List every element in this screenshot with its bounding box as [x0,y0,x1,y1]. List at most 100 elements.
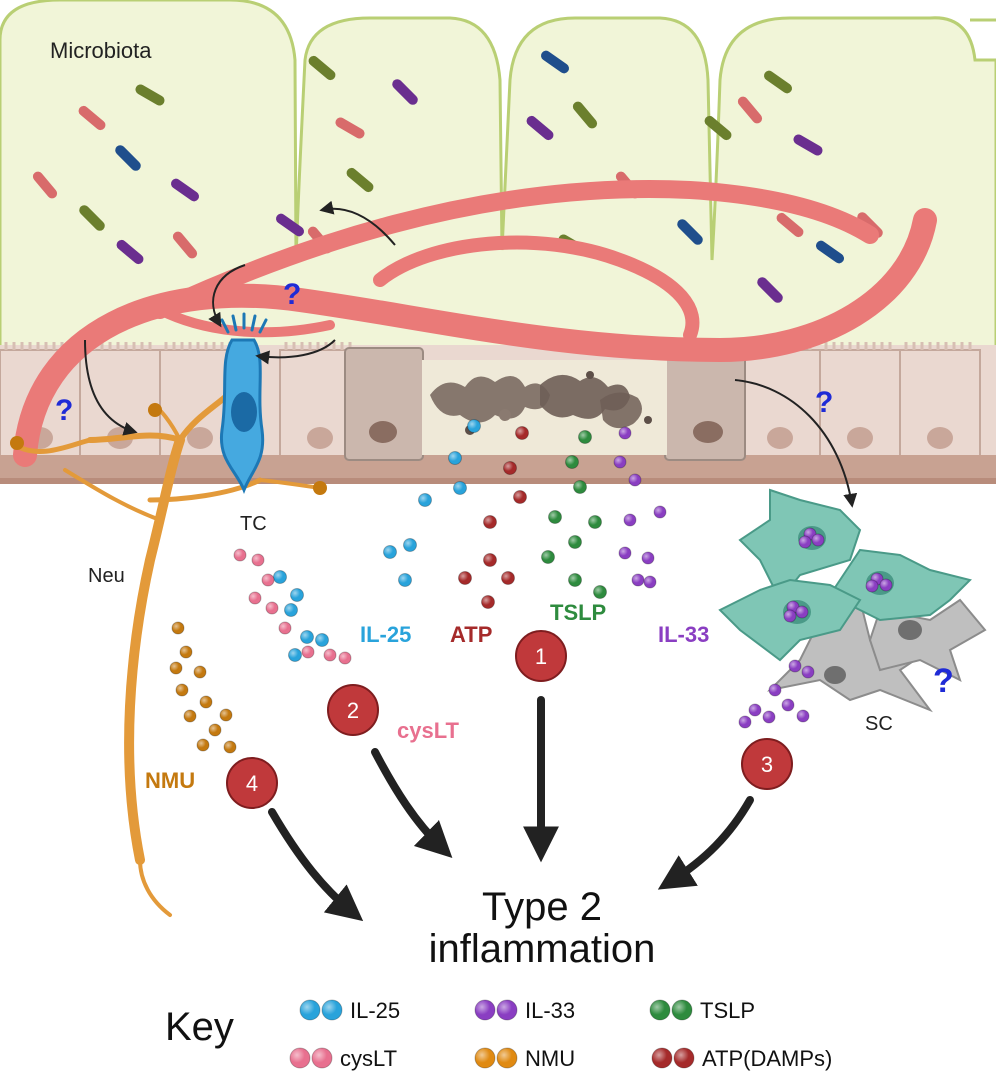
bacterium-rod [815,240,845,264]
tslp-bead [588,515,602,529]
cyslt-bead [323,648,337,662]
tuft-cell-label: TC [240,513,267,535]
bacterium-rod [704,115,732,141]
bacterium-rod [308,55,336,81]
cyslt-bead [261,573,275,587]
nmu-bead [183,709,197,723]
bacterium-rod [572,101,598,129]
tslp-bead [568,573,582,587]
question-mark-tuft: ? [283,278,301,311]
outcome-title-line1: Type 2 [482,885,602,929]
bacterium-rod [526,115,554,141]
il25-bead [448,451,462,465]
il33-bead [613,455,627,469]
stromal-cells [718,488,987,713]
atp-bead [483,553,497,567]
cyslt-bead [248,591,262,605]
atp-bead [481,595,495,609]
legend-item-label: NMU [525,1046,575,1071]
neuron [12,377,322,917]
question-mark-stromal: ? [933,662,954,700]
il25-bead [467,419,481,433]
neuron-terminal [313,481,327,495]
il25-label: IL-25 [360,622,411,647]
nmu-bead [193,665,207,679]
step-4-number: 4 [246,771,258,796]
step-2-badge: 2 [327,684,379,736]
il33-bead [811,533,825,547]
atp-bead [458,571,472,585]
cyslt-bead [301,645,315,659]
legend-item: NMU [474,1046,575,1071]
goblet-cell [664,347,746,461]
il25-bead [273,570,287,584]
legend-item-label: IL-33 [525,998,575,1023]
tslp-label: TSLP [550,600,606,625]
il33-bead [768,683,782,697]
bacterium-rod [275,213,305,237]
bacterium-rod [737,96,763,124]
cyslt-label: cysLT [397,718,460,743]
nmu-bead [208,723,222,737]
il33-bead [643,575,657,589]
legend-item: TSLP [649,998,755,1023]
bacterium-rod [677,219,703,245]
outcome-title-line2: inflammation [429,927,656,971]
nmu-bead [199,695,213,709]
il25-bead [290,588,304,602]
il25-bead [398,573,412,587]
bacterium-rod [135,84,165,106]
step-2-number: 2 [347,698,359,723]
tslp-bead [548,510,562,524]
nmu-bead [179,645,193,659]
bacterium-rod [346,167,374,193]
legend-item-label: TSLP [700,998,755,1023]
bacterium-rod [79,205,105,231]
il33-bead [631,573,645,587]
il33-bead [628,473,642,487]
bacterium-rod [78,105,106,131]
il25-bead [288,648,302,662]
il33-bead [618,546,632,560]
il33-bead [796,709,810,723]
bacterium-rod [115,145,141,171]
il33-bead [788,659,802,673]
legend-item: ATP(DAMPs) [651,1046,832,1071]
il33-bead [781,698,795,712]
nmu-bead [169,661,183,675]
il33-bead [795,605,809,619]
atp-bead [515,426,529,440]
tslp-bead [593,585,607,599]
il33-bead [618,426,632,440]
step-4-badge: 4 [226,757,278,809]
il25-bead [284,603,298,617]
step-3-badge: 3 [741,738,793,790]
il33-bead [738,715,752,729]
neuron-terminal [10,436,24,450]
tslp-bead [568,535,582,549]
il25-bead [403,538,417,552]
bacterium-rod [116,239,144,265]
bacterium-rod [170,178,200,202]
nmu-label: NMU [145,768,195,793]
bacterium-rod [776,212,804,238]
tslp-bead [565,455,579,469]
nmu-bead [196,738,210,752]
step-1-badge: 1 [515,630,567,682]
il33-bead [762,710,776,724]
bacterium-rod [392,79,418,105]
tslp-bead [578,430,592,444]
tslp-bead [573,480,587,494]
bacterium-rod [757,277,783,303]
il33-bead [653,505,667,519]
legend-item: IL-33 [474,998,575,1023]
stromal-cell-label: SC [865,713,893,735]
nmu-bead [219,708,233,722]
il25-bead [315,633,329,647]
step-3-number: 3 [761,752,773,777]
tuft-cell [219,312,268,495]
